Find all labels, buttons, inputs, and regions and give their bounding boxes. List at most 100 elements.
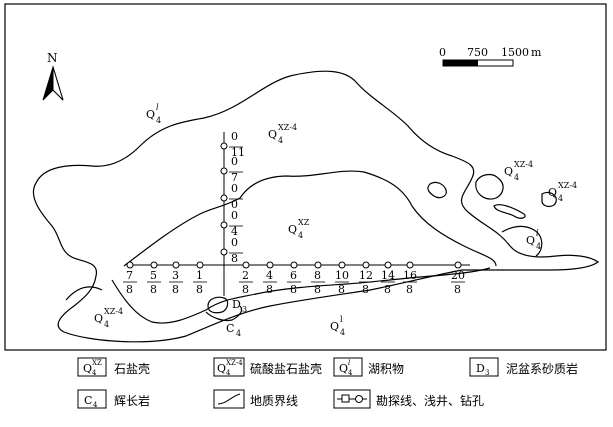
hole-numerator: 10: [335, 269, 349, 282]
hole-numerator: 3: [172, 269, 179, 282]
vertical-hole: 07: [220, 155, 243, 184]
hole-numerator: 5: [150, 269, 157, 282]
svg-text:XZ-4: XZ-4: [514, 160, 533, 169]
svg-text:l: l: [348, 359, 350, 367]
hole-denominator: 8: [290, 283, 297, 296]
svg-text:XZ: XZ: [92, 359, 102, 367]
hole-denominator: 7: [231, 171, 238, 184]
hole-marker: [220, 221, 228, 229]
hole-denominator: 8: [172, 283, 179, 296]
svg-text:XZ-4: XZ-4: [278, 123, 297, 132]
svg-text:Q: Q: [83, 362, 92, 375]
svg-text:Q: Q: [330, 320, 339, 333]
legend-item-gabbro: C 4 辉长岩: [77, 389, 150, 409]
hole-denominator: 8: [196, 283, 203, 296]
svg-text:l: l: [340, 315, 343, 324]
hole-denominator: 8: [242, 283, 249, 296]
svg-text:l: l: [536, 229, 539, 238]
svg-text:勘探线、浅井、钻孔: 勘探线、浅井、钻孔: [376, 393, 484, 408]
hole-denominator: 8: [362, 283, 369, 296]
svg-text:泥盆系砂质岩: 泥盆系砂质岩: [506, 361, 578, 376]
hole-numerator: 0: [231, 236, 238, 249]
hole-numerator: 0: [231, 155, 238, 168]
svg-text:Q: Q: [94, 312, 103, 325]
svg-text:4: 4: [558, 194, 563, 203]
hole-numerator: 8: [314, 269, 321, 282]
hole-numerator: 16: [403, 269, 417, 282]
hole-denominator: 8: [266, 283, 273, 296]
hole-numerator: 6: [290, 269, 297, 282]
horizontal-hole: 168: [403, 261, 417, 296]
svg-text:Q: Q: [548, 186, 557, 199]
svg-text:硫酸盐石盐壳: 硫酸盐石盐壳: [250, 361, 322, 376]
hole-marker: [362, 261, 370, 269]
hole-denominator: 8: [314, 283, 321, 296]
scale-tick-1500: 1500: [501, 46, 529, 59]
hole-marker: [242, 261, 250, 269]
horizontal-hole: 48: [263, 261, 277, 296]
hole-denominator: 8: [231, 252, 238, 265]
label-c4: C 4: [226, 322, 241, 338]
svg-text:Q: Q: [217, 362, 226, 375]
svg-text:4: 4: [536, 242, 541, 251]
svg-text:Q: Q: [526, 234, 535, 247]
vertical-hole: 00: [220, 182, 243, 211]
horizontal-hole: 38: [169, 261, 183, 296]
svg-text:4: 4: [236, 329, 241, 338]
hole-marker: [314, 261, 322, 269]
label-q-xz4-top: Q XZ-4 4: [268, 123, 297, 145]
label-q-xz4-ne1: Q XZ-4 4: [504, 160, 533, 182]
svg-text:4: 4: [340, 328, 345, 337]
vertical-hole: 011: [220, 130, 245, 159]
svg-text:D: D: [476, 362, 485, 375]
svg-text:4: 4: [104, 320, 109, 329]
horizontal-hole: 68: [287, 261, 301, 296]
legend-item-halite-crust: Q XZ 4 石盐壳: [77, 357, 150, 377]
salt-crust-top-boundary: [123, 170, 497, 267]
hole-numerator: 0: [231, 182, 238, 195]
svg-text:4: 4: [348, 369, 353, 377]
hole-denominator: 8: [384, 283, 391, 296]
hole-marker: [150, 261, 158, 269]
legend-item-devonian-sandstone: D 3 泥盆系砂质岩: [469, 357, 578, 377]
svg-text:XZ-4: XZ-4: [558, 181, 577, 190]
label-q-xz-mid: Q XZ 4: [288, 218, 310, 240]
salt-crust-bottom-boundary: [111, 267, 491, 324]
horizontal-hole: 58: [147, 261, 161, 296]
hole-numerator: 20: [451, 269, 465, 282]
horizontal-hole: 108: [335, 261, 349, 296]
legend-item-exploration-line: 勘探线、浅井、钻孔: [333, 389, 484, 409]
hole-denominator: 0: [231, 198, 238, 211]
legend-item-geological-boundary: 地质界线: [213, 389, 298, 409]
svg-text:Q: Q: [339, 362, 348, 375]
hole-marker: [220, 167, 228, 175]
ne-island-3: [493, 204, 526, 219]
svg-text:Q: Q: [288, 223, 297, 236]
hole-numerator: 0: [231, 130, 238, 143]
hole-denominator: 8: [406, 283, 413, 296]
hole-marker: [220, 248, 228, 256]
ne-island-1: [475, 173, 504, 200]
svg-text:4: 4: [514, 173, 519, 182]
hole-marker: [290, 261, 298, 269]
label-q-lake-nw: Q l 4: [146, 103, 161, 125]
hole-marker: [196, 261, 204, 269]
svg-text:Q: Q: [146, 108, 155, 121]
hole-marker: [220, 194, 228, 202]
svg-text:辉长岩: 辉长岩: [114, 393, 150, 408]
hole-denominator: 8: [454, 283, 461, 296]
map-frame: [4, 3, 607, 351]
hole-marker: [126, 261, 134, 269]
legend-item-sulfate-halite-crust: Q XZ-4 4 硫酸盐石盐壳: [213, 357, 322, 377]
hole-denominator: 11: [231, 146, 245, 159]
horizontal-hole: 28: [239, 261, 253, 296]
ne-island-2: [427, 181, 447, 199]
legend: Q XZ 4 石盐壳 Q XZ-4 4 硫酸盐石盐壳 Q l 4 湖积物 D 3…: [77, 357, 578, 409]
svg-text:4: 4: [226, 369, 231, 377]
hole-marker: [338, 261, 346, 269]
svg-text:4: 4: [92, 369, 97, 377]
svg-text:4: 4: [298, 231, 303, 240]
svg-text:D: D: [232, 298, 241, 311]
label-d3: D 3: [232, 298, 247, 314]
